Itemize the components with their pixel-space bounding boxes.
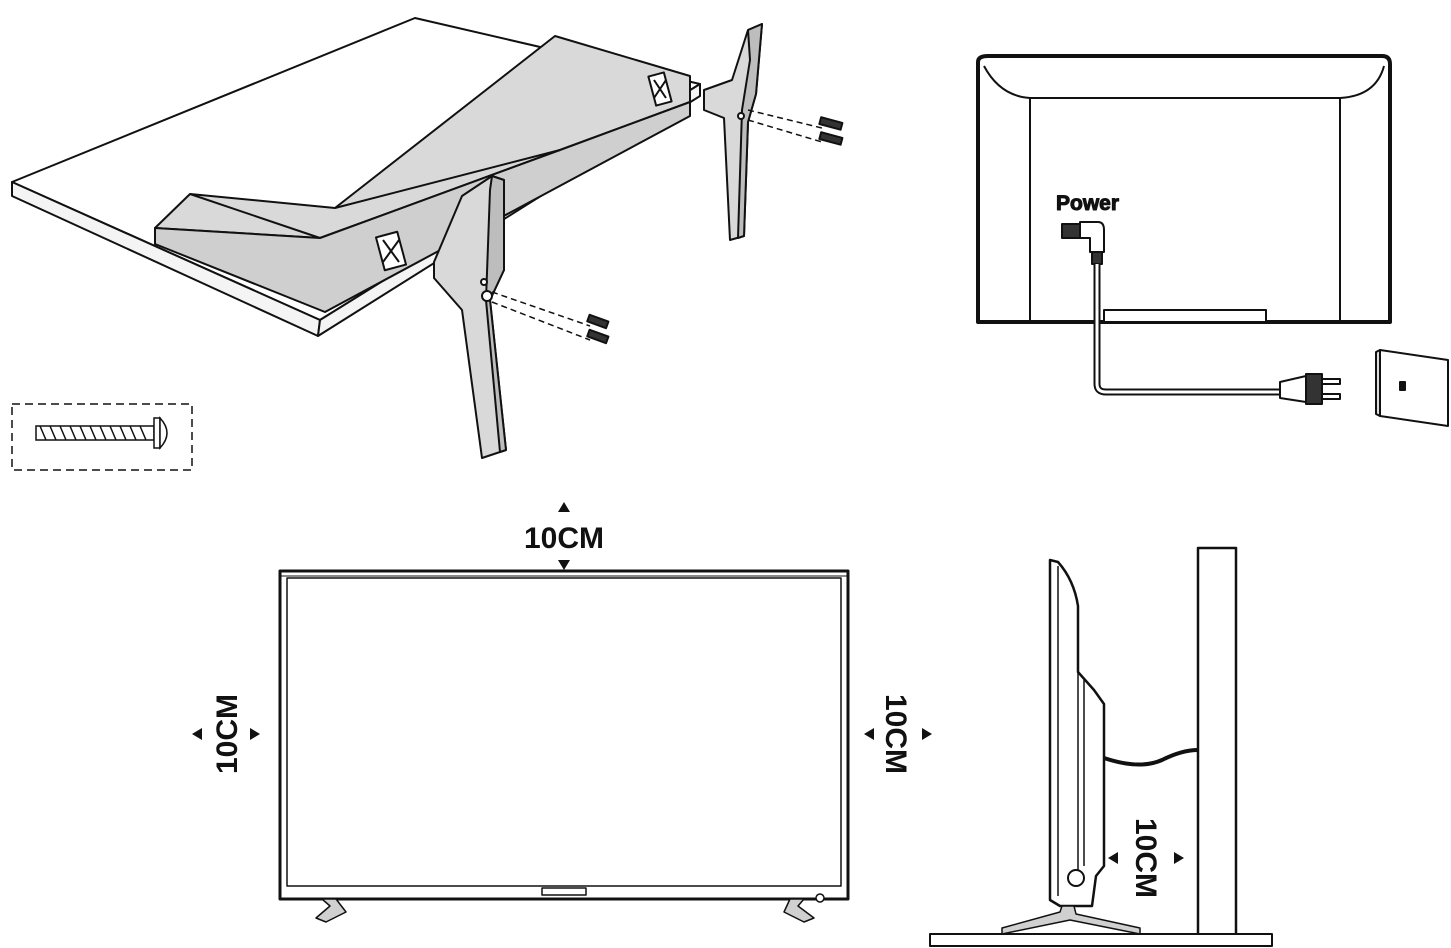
- tv-side-housing: [1077, 672, 1085, 870]
- power-cable-inner: [1095, 264, 1280, 394]
- screw-icon: [35, 416, 168, 450]
- power-connection-illustration: Power: [976, 54, 1449, 427]
- clearance-left-label: 10CM: [211, 694, 244, 774]
- tv-back-outline: [976, 54, 1392, 324]
- tv-back-top-curve: [983, 65, 1385, 99]
- stand-assembly-illustration: [11, 17, 844, 459]
- stand-socket-left: [374, 230, 408, 272]
- leg-screw-hole-front: [481, 290, 493, 302]
- tv-side-cable: [1103, 748, 1199, 767]
- leg-screw-hole-front-2: [480, 278, 488, 286]
- tv-front-foot-right: [783, 898, 815, 923]
- screw-detail-inset: [11, 403, 193, 471]
- housing-crease-2: [334, 149, 561, 209]
- clearance-top-label: 10CM: [524, 522, 604, 555]
- tv-side-connector: [1067, 869, 1085, 887]
- power-label: Power: [1056, 192, 1119, 215]
- stand-socket-right: [647, 71, 673, 107]
- power-connector-icon: [1061, 221, 1105, 265]
- clearance-right-label: 10CM: [879, 694, 912, 774]
- stand-leg-back-face: [737, 23, 763, 239]
- arrow-up-icon: [558, 502, 570, 512]
- tv-rear-housing-side: [154, 101, 691, 313]
- tv-front-button: [815, 893, 825, 903]
- arrow-right-icon: [1174, 852, 1184, 864]
- arrow-right-icon: [250, 728, 260, 740]
- inset-dashed-box: [11, 403, 193, 471]
- wall-socket-icon: [1375, 349, 1449, 427]
- tv-front-foot-left: [315, 898, 347, 923]
- stand-leg-front-face: [485, 175, 507, 453]
- screws-back: [747, 109, 844, 146]
- tv-side-profile: [1048, 558, 1106, 908]
- front-clearance-illustration: [192, 502, 932, 923]
- wall: [1196, 546, 1238, 940]
- screws-front: [491, 291, 610, 345]
- tv-side-stand: [1001, 905, 1141, 935]
- arrow-down-icon: [558, 560, 570, 570]
- power-plug-icon: [1279, 373, 1341, 405]
- tv-front-logo-bar: [541, 887, 587, 896]
- arrow-left-icon: [1108, 852, 1118, 864]
- housing-crease: [189, 193, 321, 239]
- arrow-left-icon: [192, 728, 202, 740]
- tv-back-stand-base: [1103, 309, 1267, 323]
- tv-front-screen: [286, 577, 842, 887]
- arrow-left-icon: [864, 728, 874, 740]
- arrow-right-icon: [922, 728, 932, 740]
- side-clearance-illustration: [929, 546, 1273, 947]
- clearance-back-label: 10CM: [1129, 818, 1162, 898]
- floor-surface: [929, 933, 1273, 947]
- leg-screw-hole-back: [737, 112, 745, 120]
